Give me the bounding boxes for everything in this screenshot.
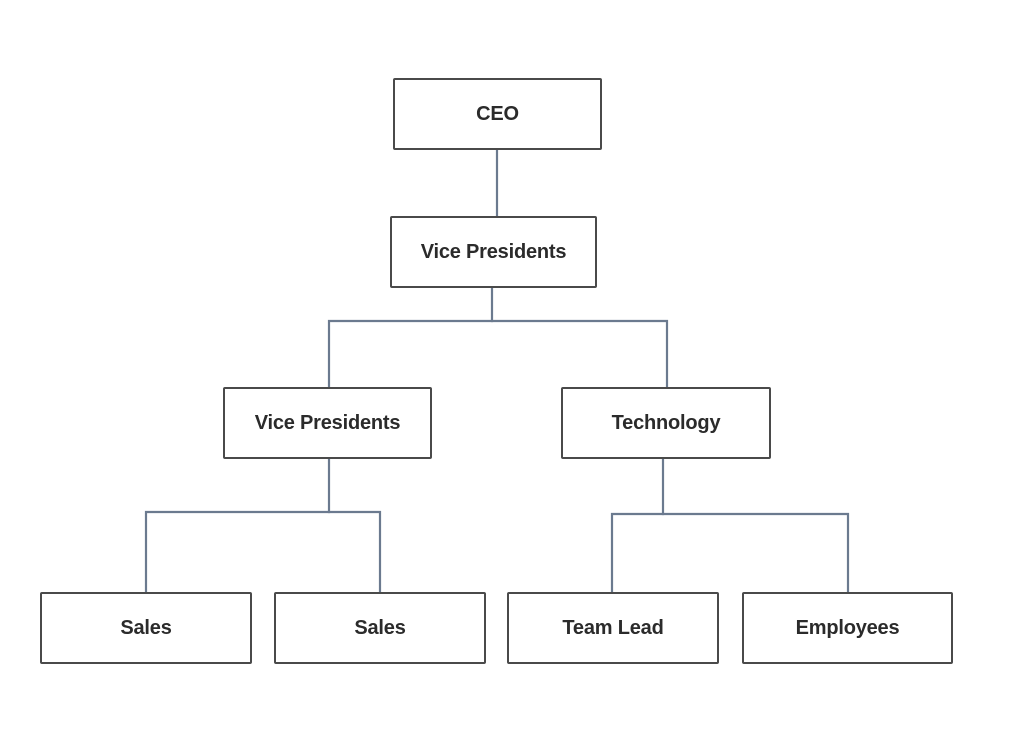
- node-sales-1-label: Sales: [120, 617, 172, 639]
- node-ceo: CEO: [393, 78, 602, 150]
- node-vice-presidents: Vice Presidents: [390, 216, 597, 288]
- node-vice-presidents-2: Vice Presidents: [223, 387, 432, 459]
- node-sales-2-label: Sales: [354, 617, 406, 639]
- connector-vp2-to-sales2: [327, 510, 382, 594]
- node-sales-2: Sales: [274, 592, 486, 664]
- node-sales-1: Sales: [40, 592, 252, 664]
- node-team-lead-label: Team Lead: [562, 617, 664, 639]
- connector-vp2-to-sales1: [144, 457, 331, 594]
- node-technology: Technology: [561, 387, 771, 459]
- connector-vp-to-tech: [490, 319, 669, 389]
- node-vice-presidents-label: Vice Presidents: [420, 241, 567, 263]
- node-technology-label: Technology: [611, 412, 721, 434]
- node-vice-presidents-2-label: Vice Presidents: [254, 412, 401, 434]
- connector-tech-to-employees: [661, 512, 850, 594]
- node-employees: Employees: [742, 592, 953, 664]
- node-employees-label: Employees: [795, 617, 900, 639]
- connector-vp-to-vp2: [327, 286, 494, 389]
- node-ceo-label: CEO: [476, 103, 519, 125]
- node-team-lead: Team Lead: [507, 592, 719, 664]
- connector-tech-to-lead: [610, 457, 665, 594]
